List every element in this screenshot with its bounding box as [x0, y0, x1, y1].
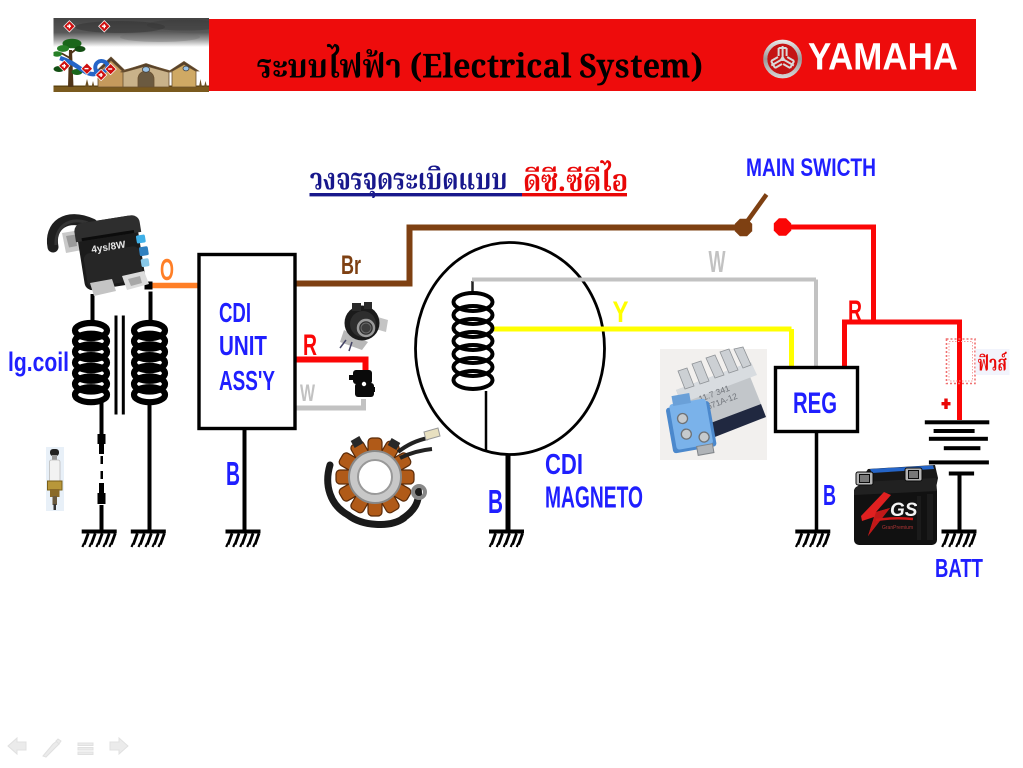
svg-text:REG: REG [793, 387, 837, 420]
svg-text:W: W [300, 380, 315, 407]
svg-text:Y: Y [613, 296, 629, 329]
svg-text:MAIN SWICTH: MAIN SWICTH [746, 154, 876, 182]
svg-text:GranPremium: GranPremium [882, 525, 913, 531]
svg-text:YAMAHA: YAMAHA [808, 37, 958, 79]
svg-text:CDI: CDI [219, 297, 251, 328]
svg-text:O: O [160, 252, 174, 287]
svg-text:R: R [848, 295, 862, 328]
svg-text:Br: Br [341, 250, 361, 280]
svg-text:lg.coil: lg.coil [8, 347, 69, 377]
svg-text:CDI: CDI [545, 449, 583, 481]
svg-text:W: W [709, 244, 726, 279]
svg-text:UNIT: UNIT [219, 330, 267, 361]
svg-text:B: B [823, 480, 836, 512]
svg-text:B: B [488, 483, 503, 520]
svg-text:R: R [303, 329, 317, 362]
svg-text:BATT: BATT [935, 553, 983, 583]
svg-text:ASS'Y: ASS'Y [219, 365, 275, 396]
svg-text:4ys/8W: 4ys/8W [91, 239, 127, 255]
svg-text:MAGNETO: MAGNETO [545, 480, 643, 515]
svg-text:B: B [226, 455, 240, 492]
svg-text:GS: GS [890, 500, 918, 521]
